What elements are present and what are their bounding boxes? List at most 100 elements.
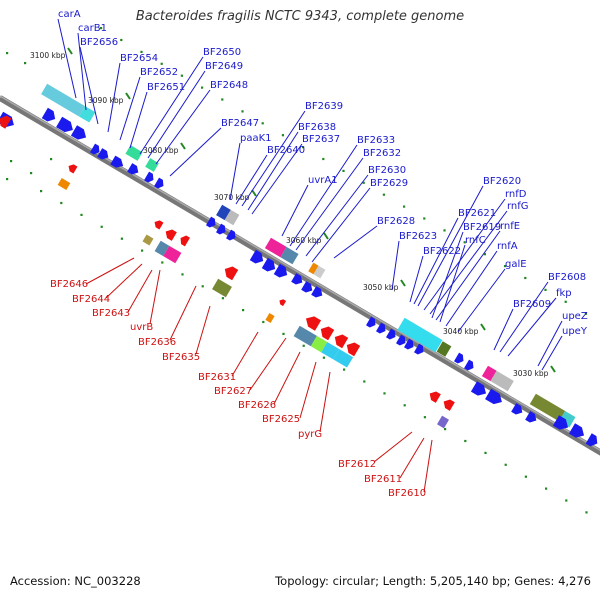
gene-label-BF2632[interactable]: BF2632 (363, 148, 401, 159)
label-leader-line (499, 281, 549, 353)
gene-label-BF2647[interactable]: BF2647 (221, 118, 259, 129)
gene-label-BF2623[interactable]: BF2623 (399, 231, 437, 242)
gene-label-BF2627[interactable]: BF2627 (214, 386, 252, 397)
track-dot (160, 62, 163, 65)
gene-label-BF2628[interactable]: BF2628 (377, 216, 415, 227)
gene-label-BF2625[interactable]: BF2625 (262, 414, 300, 425)
reverse-gene-arrow (346, 342, 361, 357)
gene-label-BF2644[interactable]: BF2644 (72, 294, 110, 305)
gene-label-BF2651[interactable]: BF2651 (147, 82, 185, 93)
label-leader-line (507, 297, 557, 357)
gene-label-paaK1[interactable]: paaK1 (240, 133, 272, 144)
gene-label-rnfA[interactable]: rnfA (497, 241, 518, 252)
gene-label-upeY[interactable]: upeY (562, 326, 588, 337)
gene-label-galE[interactable]: galE (505, 259, 527, 270)
gene-label-uvrB[interactable]: uvrB (130, 322, 153, 333)
gene-label-BF2609[interactable]: BF2609 (513, 299, 551, 310)
track-dot (464, 439, 467, 443)
gene-label-BF2646[interactable]: BF2646 (50, 279, 88, 290)
gene-label-rnfE[interactable]: rnfE (500, 221, 520, 232)
gene-label-BF2630[interactable]: BF2630 (368, 165, 406, 176)
gene-label-BF2619[interactable]: BF2619 (463, 222, 501, 233)
gene-label-BF2640[interactable]: BF2640 (267, 145, 305, 156)
track-dot (302, 146, 305, 149)
forward-gene-arrow (249, 249, 264, 264)
gene-label-BF2654[interactable]: BF2654 (120, 53, 158, 64)
track-dot (40, 190, 43, 193)
gene-label-BF2629[interactable]: BF2629 (370, 178, 408, 189)
gene-label-BF2643[interactable]: BF2643 (92, 308, 130, 319)
gene-label-BF2638[interactable]: BF2638 (298, 122, 336, 133)
gene-label-BF2621[interactable]: BF2621 (458, 208, 496, 219)
label-leader-line (155, 89, 211, 165)
feature-box (313, 265, 326, 279)
forward-gene-arrow (585, 433, 598, 447)
gene-label-fkp[interactable]: fkp (556, 288, 572, 299)
gene-label-carA[interactable]: carA (58, 9, 81, 20)
track-dot (120, 237, 123, 240)
gene-label-BF2611[interactable]: BF2611 (364, 474, 402, 485)
forward-gene-arrow (366, 316, 376, 328)
label-leader-line (435, 230, 501, 321)
gene-label-BF2652[interactable]: BF2652 (140, 67, 178, 78)
gene-label-BF2622[interactable]: BF2622 (423, 246, 461, 257)
inner-dotted-track (40, 190, 588, 514)
gene-label-BF2648[interactable]: BF2648 (210, 80, 248, 91)
gene-label-BF2612[interactable]: BF2612 (338, 459, 376, 470)
gene-label-BF2650[interactable]: BF2650 (203, 47, 241, 58)
forward-gene-arrow (273, 263, 288, 278)
gene-label-BF2608[interactable]: BF2608 (548, 272, 586, 283)
feature-box (310, 335, 328, 353)
gene-label-BF2631[interactable]: BF2631 (198, 372, 236, 383)
forward-gene-arrow (485, 388, 502, 405)
gene-label-pyrG[interactable]: pyrG (298, 429, 322, 440)
gene-label-BF2610[interactable]: BF2610 (388, 488, 426, 499)
track-dot (201, 86, 204, 89)
gene-label-BF2637[interactable]: BF2637 (302, 134, 340, 145)
label-leader-line (423, 198, 506, 311)
reverse-gene-arrow (68, 164, 78, 174)
label-leader-line (439, 244, 466, 323)
gene-label-uvrA1[interactable]: uvrA1 (308, 175, 338, 186)
gene-label-rnfC[interactable]: rnfC (465, 235, 486, 246)
gene-label-BF2633[interactable]: BF2633 (357, 135, 395, 146)
forward-gene-arrow (404, 338, 414, 350)
gene-label-BF2620[interactable]: BF2620 (483, 176, 521, 187)
label-leader-line (333, 225, 378, 259)
track-dot (6, 52, 9, 55)
feature-carB1-box (78, 106, 96, 123)
forward-gene-arrow (110, 155, 124, 168)
tick-label: 3100 kbp (30, 51, 66, 60)
tick-mark (550, 365, 556, 373)
forward-gene-arrow (311, 286, 323, 298)
track-dot (221, 98, 224, 101)
track-dot (30, 172, 33, 175)
label-leader-line (373, 431, 413, 463)
label-leader-line (247, 131, 299, 211)
gene-label-BF2636[interactable]: BF2636 (138, 337, 176, 348)
label-leader-line (457, 268, 506, 333)
gene-label-upeZ[interactable]: upeZ (562, 311, 588, 322)
forward-gene-arrow (206, 216, 216, 228)
tick-label: 3030 kbp (513, 369, 549, 378)
label-leader-line (241, 110, 306, 207)
gene-label-BF2656[interactable]: BF2656 (80, 37, 118, 48)
track-dot (201, 285, 204, 288)
reverse-gene-arrow (180, 235, 190, 247)
feature-box (57, 178, 71, 190)
gene-label-rnfD[interactable]: rnfD (505, 189, 527, 200)
gene-label-BF2635[interactable]: BF2635 (162, 352, 200, 363)
gene-label-carB1[interactable]: carB1 (78, 23, 107, 34)
label-leader-line (273, 351, 301, 405)
gene-label-BF2626[interactable]: BF2626 (238, 400, 276, 411)
label-leader-line (541, 335, 563, 371)
label-leader-line (249, 337, 287, 391)
forward-gene-arrow (154, 177, 164, 189)
gene-label-rnfG[interactable]: rnfG (507, 201, 529, 212)
gene-label-BF2639[interactable]: BF2639 (305, 101, 343, 112)
tick-label: 3080 kbp (143, 146, 179, 155)
tick-label: 3060 kbp (286, 236, 322, 245)
gene-label-BF2649[interactable]: BF2649 (205, 61, 243, 72)
